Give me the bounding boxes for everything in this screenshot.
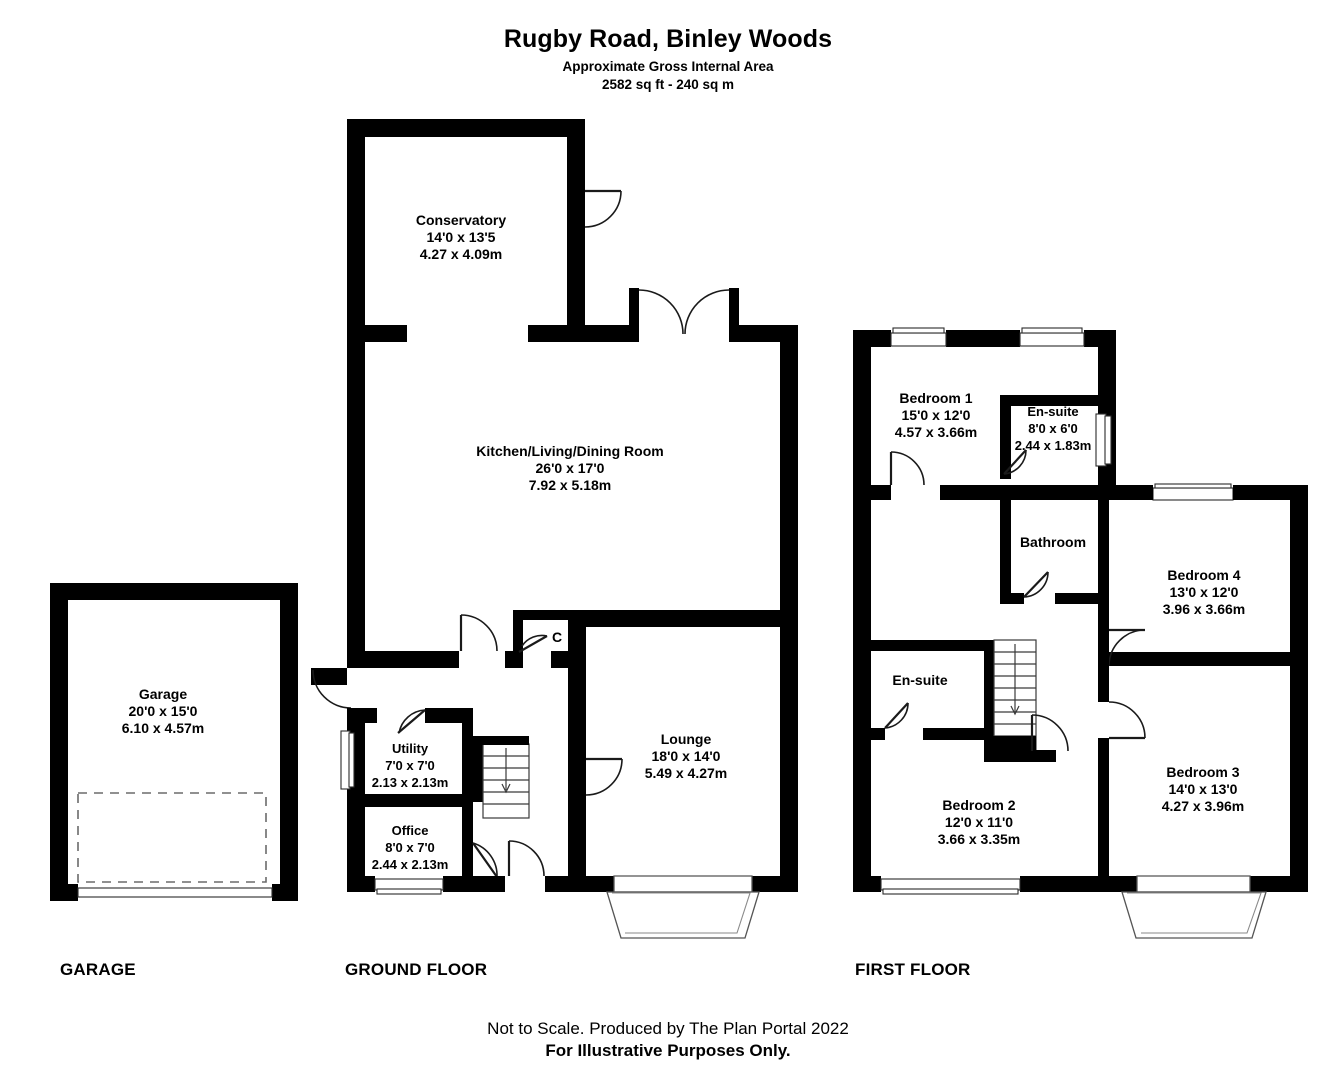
room-label-utility: Utility 7'0 x 7'0 2.13 x 2.13m [372,740,449,791]
plan-footer: Not to Scale. Produced by The Plan Porta… [0,1018,1336,1062]
floor-caption-garage: GARAGE [60,960,136,979]
footer-disclaimer: For Illustrative Purposes Only. [545,1041,791,1060]
room-imperial: 26'0 x 17'0 [535,460,605,476]
room-label-bedroom-2: Bedroom 2 12'0 x 11'0 3.66 x 3.35m [938,797,1021,848]
room-imperial: 20'0 x 15'0 [128,703,198,719]
room-name: Lounge [660,731,712,747]
footer-attribution: Not to Scale. Produced by The Plan Porta… [487,1019,849,1038]
floor-caption-ground: GROUND FLOOR [345,960,488,979]
room-metric: 7.92 x 5.18m [528,477,612,493]
ground-floor-structure [311,119,798,939]
room-label-bathroom: Bathroom [1020,534,1086,551]
room-label-en-suite-1: En-suite 8'0 x 6'0 2.44 x 1.83m [1015,403,1092,454]
room-imperial: 13'0 x 12'0 [1169,584,1239,600]
room-name: Bedroom 4 [1167,567,1241,583]
room-metric: 4.27 x 3.96m [1161,798,1245,814]
room-metric: 2.13 x 2.13m [371,775,449,790]
room-metric: 4.57 x 3.66m [894,424,978,440]
room-label-en-suite-2: En-suite [892,672,947,689]
room-name: En-suite [1027,404,1079,419]
room-metric: 5.49 x 4.27m [644,765,728,781]
area-value: 2582 sq ft - 240 sq m [601,77,735,92]
cupboard-label: C [551,629,563,645]
room-metric: 3.96 x 3.66m [1162,601,1246,617]
room-imperial: 18'0 x 14'0 [651,748,721,764]
room-name: Bedroom 1 [899,390,973,406]
room-name: Bathroom [1019,534,1087,550]
page-title: Rugby Road, Binley Woods [503,25,833,53]
room-metric: 2.44 x 1.83m [1014,438,1092,453]
room-imperial: 12'0 x 11'0 [944,814,1014,830]
room-name: Utility [391,741,429,756]
room-label-bedroom-4: Bedroom 4 13'0 x 12'0 3.96 x 3.66m [1163,567,1246,618]
room-label-bedroom-3: Bedroom 3 14'0 x 13'0 4.27 x 3.96m [1162,764,1245,815]
area-caption: Approximate Gross Internal Area [562,59,774,74]
room-label-office: Office 8'0 x 7'0 2.44 x 2.13m [372,822,449,873]
room-label-garage: Garage 20'0 x 15'0 6.10 x 4.57m [122,686,205,737]
room-imperial: 8'0 x 7'0 [385,840,435,855]
room-name: Kitchen/Living/Dining Room [476,443,664,459]
floor-caption-first: FIRST FLOOR [855,960,971,979]
room-name: Conservatory [415,212,507,228]
room-name: Garage [138,686,188,702]
plan-header: Rugby Road, Binley Woods Approximate Gro… [0,24,1336,94]
room-label-lounge: Lounge 18'0 x 14'0 5.49 x 4.27m [645,731,728,782]
room-name: Bedroom 3 [1166,764,1240,780]
room-label-kitchen-living-dining: Kitchen/Living/Dining Room 26'0 x 17'0 7… [476,443,663,494]
room-metric: 6.10 x 4.57m [121,720,205,736]
room-name: En-suite [892,672,948,688]
room-name: Bedroom 2 [942,797,1016,813]
room-imperial: 8'0 x 6'0 [1028,421,1078,436]
room-name: Office [391,823,429,838]
garage-structure [50,583,298,901]
room-imperial: 15'0 x 12'0 [901,407,971,423]
room-imperial: 7'0 x 7'0 [385,758,435,773]
room-label-bedroom-1: Bedroom 1 15'0 x 12'0 4.57 x 3.66m [895,390,978,441]
room-metric: 4.27 x 4.09m [419,246,503,262]
room-metric: 2.44 x 2.13m [371,857,449,872]
room-imperial: 14'0 x 13'5 [426,229,496,245]
room-imperial: 14'0 x 13'0 [1168,781,1238,797]
room-metric: 3.66 x 3.35m [937,831,1021,847]
room-label-conservatory: Conservatory 14'0 x 13'5 4.27 x 4.09m [416,212,506,263]
